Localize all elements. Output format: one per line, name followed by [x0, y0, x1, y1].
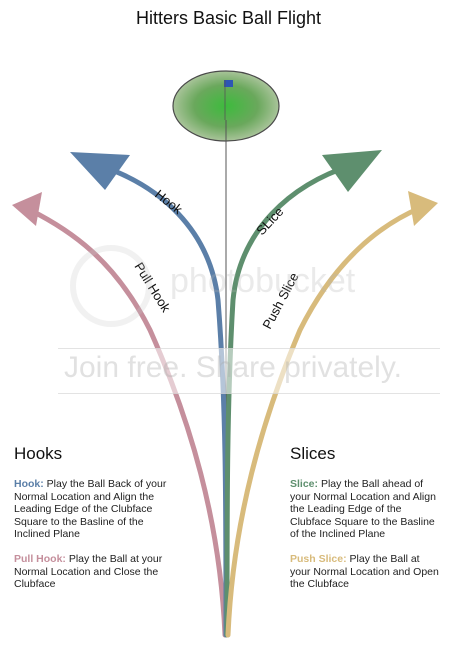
pull-hook-text: Play the Ball at your Normal Location an… [14, 553, 163, 591]
watermark-tagline: Join free. Share privately. [64, 351, 402, 384]
pull-hook-description: Pull Hook: Play the Ball at your Normal … [14, 553, 174, 591]
pull-hook-path [27, 207, 228, 638]
push-slice-text: Play the Ball at your Normal Location an… [290, 553, 439, 591]
watermark-band [58, 348, 440, 394]
slice-arrowhead [322, 150, 382, 192]
slice-path [224, 162, 355, 638]
slice-text: Play the Ball ahead of your Normal Locat… [290, 478, 436, 541]
hook-term: Hook: [14, 478, 44, 490]
pull-hook-term: Pull Hook: [14, 553, 66, 565]
watermark-logo: photobucket [170, 262, 356, 300]
hook-text: Play the Ball Back of your Normal Locati… [14, 478, 167, 541]
slice-description: Slice: Play the Ball ahead of your Norma… [290, 478, 442, 541]
flag-icon [224, 80, 233, 87]
hooks-heading: Hooks [14, 444, 63, 463]
hook-description: Hook: Play the Ball Back of your Normal … [14, 478, 174, 541]
slice-label: SLice [253, 204, 286, 238]
push-slice-arrowhead [408, 191, 438, 226]
pull-hook-arrowhead [12, 192, 42, 226]
push-slice-description: Push Slice: Play the Ball at your Normal… [290, 553, 442, 591]
push-slice-term: Push Slice: [290, 553, 347, 565]
slice-term: Slice: [290, 478, 319, 490]
slices-heading: Slices [290, 444, 336, 463]
watermark-circle [70, 245, 152, 327]
page-title: Hitters Basic Ball Flight [135, 8, 322, 28]
push-slice-path [225, 205, 423, 638]
hook-arrowhead [70, 152, 130, 190]
